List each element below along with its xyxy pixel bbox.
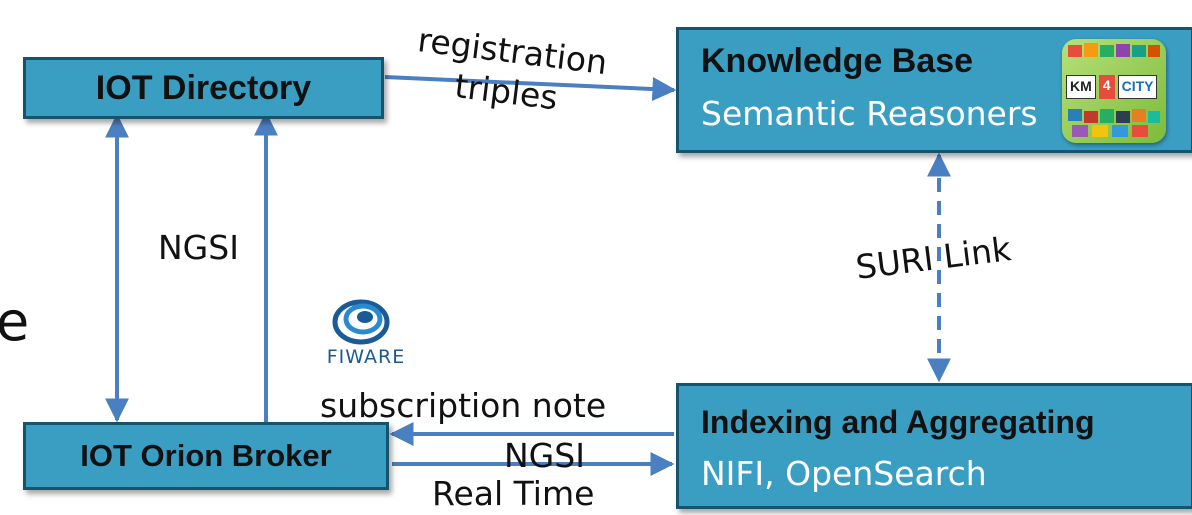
label-real-time: Real Time: [432, 474, 595, 513]
fiware-swirl-icon: [332, 299, 390, 345]
label-ngsi-left: NGSI: [158, 228, 239, 267]
km4city-wordmark: KM 4 CITY: [1066, 75, 1162, 99]
label-ngsi-bottom: NGSI: [504, 436, 585, 475]
km4city-city: CITY: [1117, 75, 1158, 99]
km4city-4: 4: [1098, 75, 1115, 99]
indexing-aggregating-box: Indexing and Aggregating NIFI, OpenSearc…: [676, 383, 1192, 509]
label-subscription-note: subscription note: [320, 386, 607, 425]
km4city-logo: KM 4 CITY: [1062, 39, 1166, 143]
iot-directory-box: IOT Directory: [23, 57, 384, 119]
km4city-icon-tiles: [1068, 43, 1160, 137]
knowledge-base-box: Knowledge Base Semantic Reasoners KM 4 C…: [676, 27, 1192, 153]
indexing-aggregating-title: Indexing and Aggregating: [701, 404, 1095, 440]
iot-directory-title: IOT Directory: [95, 69, 312, 107]
partial-text-fragment: e: [0, 290, 30, 353]
fiware-wordmark: FIWARE: [326, 346, 406, 368]
iot-orion-broker-box: IOT Orion Broker: [23, 422, 389, 490]
fiware-logo: FIWARE: [320, 292, 412, 374]
indexing-aggregating-subtitle: NIFI, OpenSearch: [701, 454, 987, 493]
km4city-km: KM: [1066, 75, 1096, 99]
iot-orion-broker-title: IOT Orion Broker: [80, 438, 332, 473]
knowledge-base-subtitle: Semantic Reasoners: [701, 94, 1038, 133]
arrow-registration-triples: [384, 75, 677, 102]
knowledge-base-title: Knowledge Base: [701, 42, 974, 80]
